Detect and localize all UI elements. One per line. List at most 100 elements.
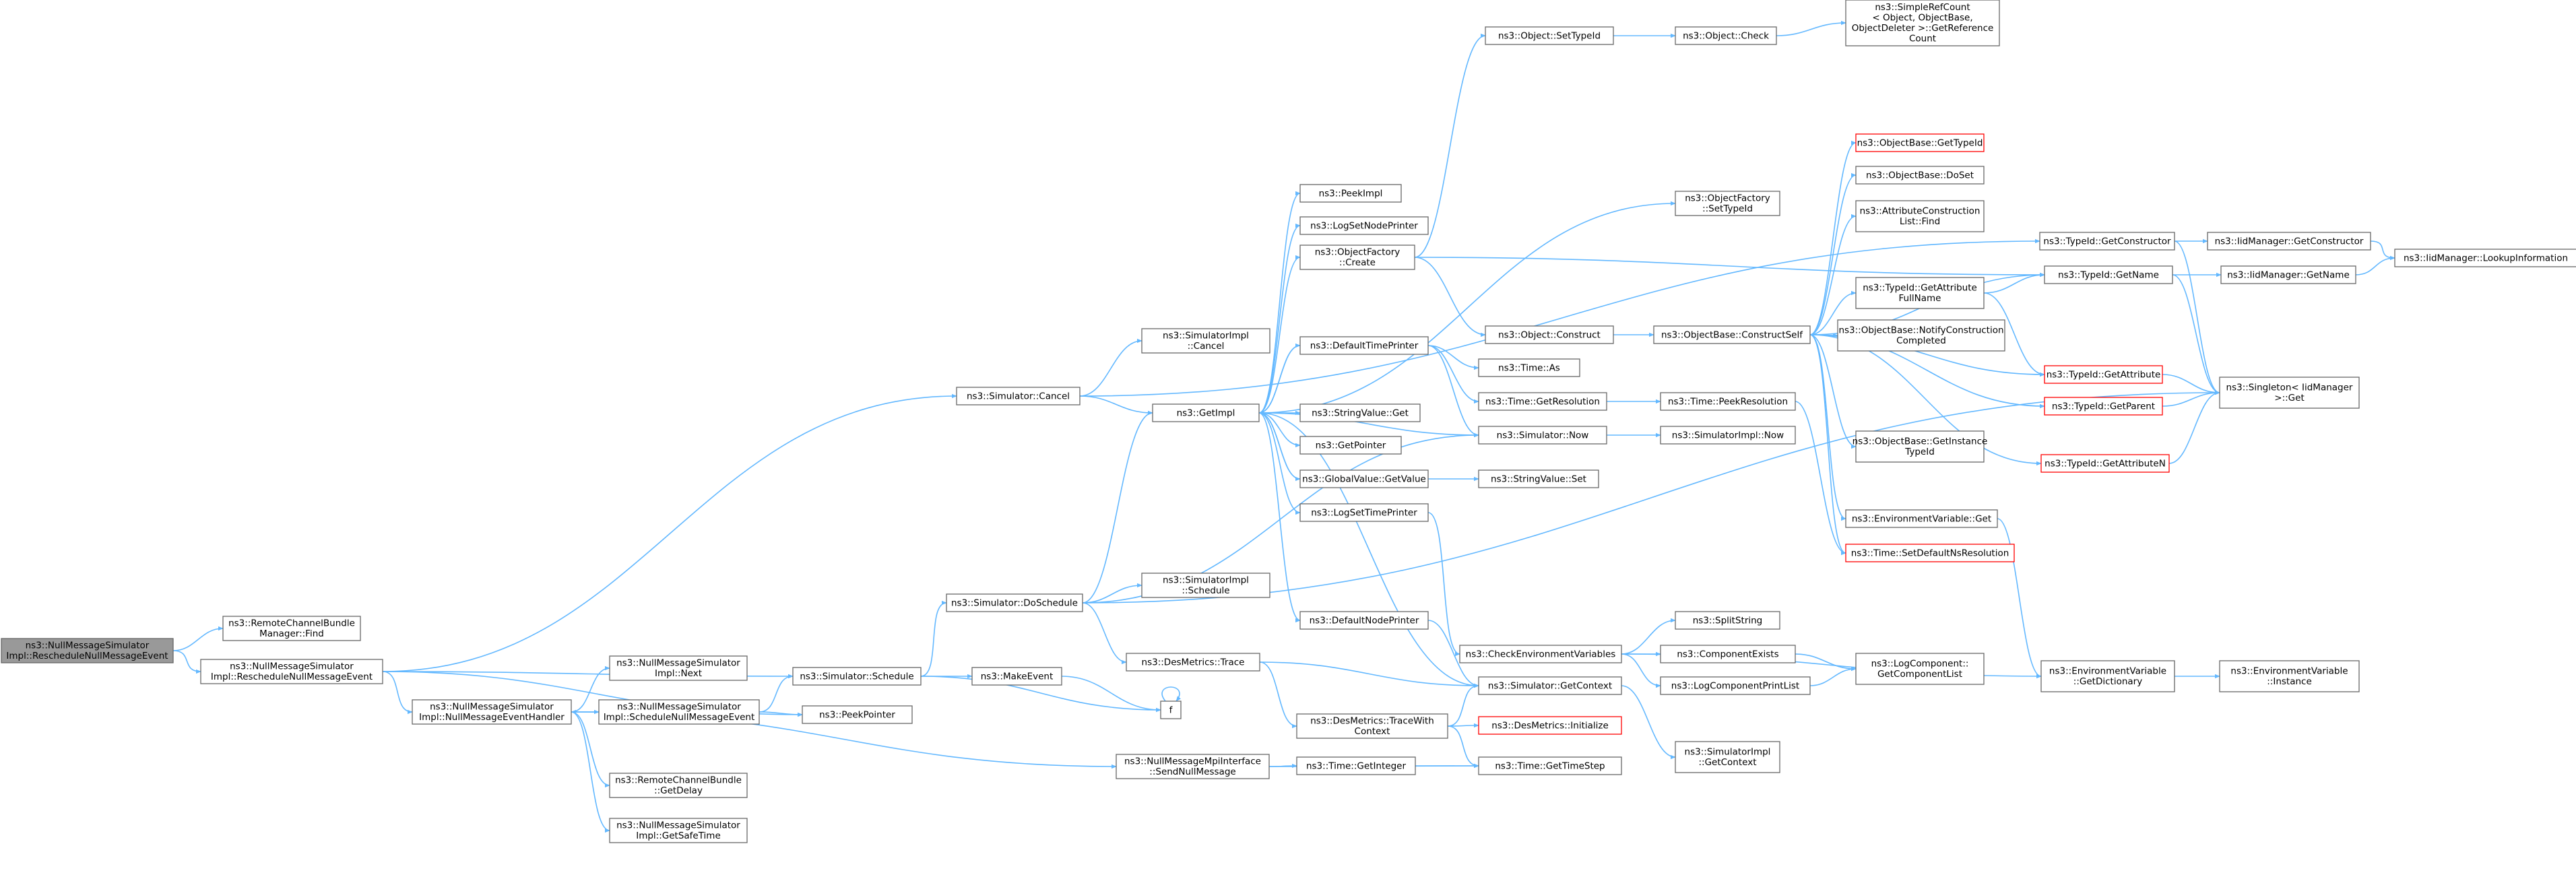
node-label: ns3::ObjectFactory [1685,193,1770,204]
node-tid_getname[interactable]: ns3::TypeId::GetName [2044,265,2173,284]
node-box [1845,0,2000,46]
node-time_getinteger[interactable]: ns3::Time::GetInteger [1296,756,1416,775]
edge-getimpl-to-logsettimeprinter [1258,412,1301,515]
node-label: ns3::Singleton< IidManager [2226,383,2353,393]
edge-ob_constructself-to-envvar_get [1809,334,1846,521]
edge-resched-to-nmeh [382,671,413,715]
node-label: List::Find [1900,216,1940,227]
node-box [609,655,748,681]
node-simimpl_now[interactable]: ns3::SimulatorImpl::Now [1660,426,1796,445]
node-box [1299,611,1429,630]
node-gv_getvalue[interactable]: ns3::GlobalValue::GetValue [1299,469,1429,488]
node-sched_nme[interactable]: ns3::NullMessageSimulatorImpl::ScheduleN… [598,699,760,725]
node-obj_settypeid[interactable]: ns3::Object::SetTypeId [1485,26,1614,45]
node-mpi_send[interactable]: ns3::NullMessageMpiInterface::SendNullMe… [1116,754,1270,779]
node-simimpl_getctx[interactable]: ns3::SimulatorImpl::GetContext [1675,741,1780,773]
node-splitstring[interactable]: ns3::SplitString [1675,611,1780,630]
node-time_setdefault[interactable]: ns3::Time::SetDefaultNsResolution [1845,544,2015,562]
node-tid_getconstructor[interactable]: ns3::TypeId::GetConstructor [2039,232,2175,251]
node-simimpl_schedule[interactable]: ns3::SimulatorImpl::Schedule [1141,573,1270,598]
node-label: Impl::NullMessageEventHandler [419,712,565,723]
node-envvar_instance[interactable]: ns3::EnvironmentVariable::Instance [2219,660,2360,692]
node-label: f [1169,705,1173,715]
node-label: ns3::GetImpl [1177,408,1235,418]
node-iidm_getconstructor[interactable]: ns3::IidManager::GetConstructor [2207,232,2371,251]
edge-time_peekres-to-time_setdefault [1795,401,1846,556]
node-stringvalue_get[interactable]: ns3::StringValue::Get [1299,403,1421,422]
node-lognodeprinter[interactable]: ns3::LogSetNodePrinter [1299,216,1429,235]
node-iidm_getname[interactable]: ns3::IidManager::GetName [2220,265,2356,284]
node-sim_cancel[interactable]: ns3::Simulator::Cancel [956,387,1081,405]
node-nmeh[interactable]: ns3::NullMessageSimulatorImpl::NullMessa… [412,699,572,725]
node-defaultnodeprinter[interactable]: ns3::DefaultNodePrinter [1299,611,1429,630]
node-box [2044,265,2173,284]
node-label: ns3::CheckEnvironmentVariables [1466,649,1616,659]
node-ob_notify[interactable]: ns3::ObjectBase::NotifyConstructionCompl… [1837,319,2005,352]
node-srcount[interactable]: ns3::SimpleRefCount< Object, ObjectBase,… [1845,0,2000,46]
edge-of_create-to-obj_settypeid [1414,33,1486,258]
node-desmetrics_trace[interactable]: ns3::DesMetrics::Trace [1126,653,1260,672]
node-stringvalue_set[interactable]: ns3::StringValue::Set [1478,469,1599,488]
node-ob_constructself[interactable]: ns3::ObjectBase::ConstructSelf [1653,325,1811,344]
function-nodes: ns3::NullMessageSimulatorImpl::Reschedul… [1,0,2576,843]
node-tid_getattributen[interactable]: ns3::TypeId::GetAttributeN [2040,454,2170,473]
node-box [802,705,913,724]
node-obj_check[interactable]: ns3::Object::Check [1675,26,1777,45]
node-ob_gettypeid[interactable]: ns3::ObjectBase::GetTypeId [1855,133,1985,152]
node-sim_getcontext[interactable]: ns3::Simulator::GetContext [1478,676,1622,695]
edge-sched_nme-to-peekpointer [759,711,803,717]
node-time_as[interactable]: ns3::Time::As [1478,358,1580,377]
node-label: ns3::LogComponentPrintList [1671,680,1799,691]
node-time_gettimestep[interactable]: ns3::Time::GetTimeStep [1478,756,1622,775]
node-box [1845,509,1998,528]
node-getpointer[interactable]: ns3::GetPointer [1299,436,1402,455]
edge-root-to-rcb_find [172,626,224,651]
node-iidm_lookup[interactable]: ns3::IidManager::LookupInformation [2394,249,2576,267]
node-logcomp_getlist[interactable]: ns3::LogComponent::GetComponentList [1855,653,1985,685]
edge-of_create-to-obj_construct [1414,257,1486,337]
node-rcb_delay[interactable]: ns3::RemoteChannelBundle::GetDelay [609,773,748,798]
node-of_create[interactable]: ns3::ObjectFactory::Create [1299,245,1415,270]
node-logcompprintlist[interactable]: ns3::LogComponentPrintList [1660,676,1811,695]
node-tid_getparent[interactable]: ns3::TypeId::GetParent [2044,397,2163,416]
node-simimpl_cancel[interactable]: ns3::SimulatorImpl::Cancel [1141,328,1270,354]
node-tid_getattribute[interactable]: ns3::TypeId::GetAttribute [2044,365,2163,384]
node-peekimpl[interactable]: ns3::PeekImpl [1299,184,1402,203]
node-getimpl[interactable]: ns3::GetImpl [1152,403,1260,422]
node-peekpointer[interactable]: ns3::PeekPointer [802,705,913,724]
node-logsettimeprinter[interactable]: ns3::LogSetTimePrinter [1299,503,1429,522]
edge-defaulttimeprinter-to-getimpl [1258,345,1301,416]
node-envvar_get[interactable]: ns3::EnvironmentVariable::Get [1845,509,1998,528]
node-compexists[interactable]: ns3::ComponentExists [1660,645,1796,663]
node-time_peekres[interactable]: ns3::Time::PeekResolution [1660,392,1796,411]
edge-obj_check-to-srcount [1776,20,1846,36]
node-ob_doset[interactable]: ns3::ObjectBase::DoSet [1855,166,1985,185]
node-sim_doschedule[interactable]: ns3::Simulator::DoSchedule [946,593,1083,612]
node-label: ns3::AttributeConstruction [1860,206,1981,217]
node-obj_construct[interactable]: ns3::Object::Construct [1485,325,1614,344]
node-desmetrics_init[interactable]: ns3::DesMetrics::Initialize [1478,716,1622,735]
node-root[interactable]: ns3::NullMessageSimulatorImpl::Reschedul… [1,638,174,663]
node-sim_now[interactable]: ns3::Simulator::Now [1478,426,1607,445]
node-envvar_getdict[interactable]: ns3::EnvironmentVariable::GetDictionary [2040,660,2175,692]
node-label: ns3::ObjectFactory [1315,247,1400,258]
edge-sim_doschedule-to-desmetrics_trace [1082,602,1127,665]
node-singleton_get[interactable]: ns3::Singleton< IidManager >::Get [2219,377,2360,409]
node-f[interactable]: f [1160,701,1182,719]
node-makeevent[interactable]: ns3::MakeEvent [971,667,1062,686]
node-box [1478,426,1607,445]
node-defaulttimeprinter[interactable]: ns3::DefaultTimePrinter [1299,336,1429,355]
node-safe_time[interactable]: ns3::NullMessageSimulatorImpl::GetSafeTi… [609,818,748,843]
node-box [1299,469,1429,488]
node-time_getres[interactable]: ns3::Time::GetResolution [1478,392,1607,411]
node-checkenv[interactable]: ns3::CheckEnvironmentVariables [1459,645,1622,663]
node-of_settypeid[interactable]: ns3::ObjectFactory::SetTypeId [1675,191,1780,216]
node-resched[interactable]: ns3::NullMessageSimulatorImpl::Reschedul… [200,659,383,684]
node-sim_schedule[interactable]: ns3::Simulator::Schedule [792,667,922,686]
